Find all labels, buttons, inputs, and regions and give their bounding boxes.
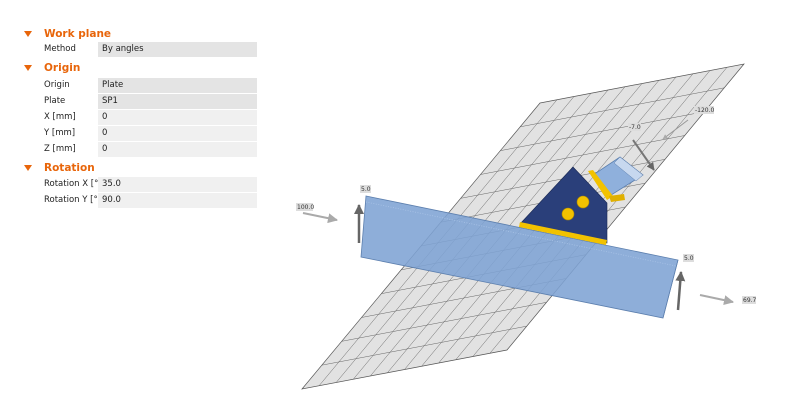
section-work-plane[interactable]: Work plane — [24, 26, 111, 42]
collapse-icon[interactable] — [24, 165, 32, 171]
grid-line — [500, 111, 705, 151]
property-rotation-y[interactable]: Rotation Y [°]90.0 — [44, 193, 257, 208]
origin-select[interactable]: Plate — [98, 78, 257, 93]
arrow-axis-icon[interactable] — [302, 212, 338, 224]
arrow-normal-icon[interactable] — [632, 139, 655, 171]
property-rotation-x[interactable]: Rotation X [°]35.0 — [44, 177, 257, 192]
z-input[interactable]: 0 — [98, 142, 257, 157]
section-origin[interactable]: Origin — [24, 60, 80, 76]
grid-line — [520, 87, 725, 128]
label-brace-axis[interactable]: -120.0 — [695, 107, 715, 114]
method-select[interactable]: By angles — [98, 42, 257, 57]
label-beam-left-up[interactable]: 5.0 — [361, 186, 371, 193]
property-x[interactable]: X [mm]0 — [44, 110, 257, 125]
bolt[interactable] — [576, 195, 590, 209]
label-beam-right-axis[interactable]: 69.7 — [743, 297, 757, 304]
x-input[interactable]: 0 — [98, 110, 257, 125]
grid-line — [341, 302, 547, 342]
gusset-plate[interactable] — [519, 166, 608, 244]
weld-brace — [588, 170, 613, 200]
beam-end-edge — [662, 259, 679, 319]
dimension-arrows — [302, 119, 734, 311]
grid-line — [480, 135, 685, 175]
dimension-labels: 5.0 100.0 5.0 69.7 -7.0 -120.0 — [296, 106, 757, 304]
rotation-x-input[interactable]: 35.0 — [98, 177, 257, 192]
bolt[interactable] — [561, 207, 575, 221]
label-beam-right-up[interactable]: 5.0 — [684, 255, 694, 262]
collapse-icon[interactable] — [24, 31, 32, 37]
arrow-axis-icon[interactable] — [662, 119, 689, 140]
property-z[interactable]: Z [mm]0 — [44, 142, 257, 157]
collapse-icon[interactable] — [24, 65, 32, 71]
label-beam-left-axis[interactable]: 100.0 — [297, 204, 314, 211]
arrow-axis-icon[interactable] — [699, 294, 734, 306]
label-brace-normal[interactable]: -7.0 — [629, 124, 641, 131]
property-y[interactable]: Y [mm]0 — [44, 126, 257, 141]
grid-line — [321, 325, 527, 366]
arrow-up-icon[interactable] — [675, 271, 686, 311]
section-rotation[interactable]: Rotation — [24, 160, 95, 176]
brace-end — [613, 156, 644, 182]
weld-cleat — [609, 194, 625, 202]
y-input[interactable]: 0 — [98, 126, 257, 141]
rotation-y-input[interactable]: 90.0 — [98, 193, 257, 208]
beam-edge — [365, 201, 677, 267]
weld-base — [519, 222, 607, 245]
plate-select[interactable]: SP1 — [98, 94, 257, 109]
